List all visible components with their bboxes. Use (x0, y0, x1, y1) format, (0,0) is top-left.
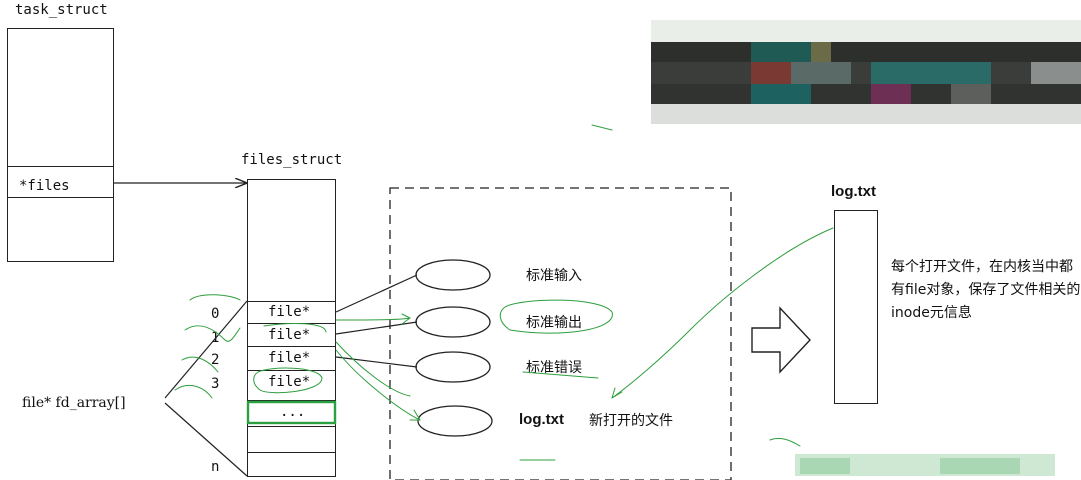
redacted-pixel-strip-inner (800, 458, 850, 474)
task-struct-title: task_struct (15, 2, 108, 18)
fd-array-bracket-upper (164, 300, 248, 399)
inode-description: 每个打开文件，在内核当中都有file对象，保存了文件相关的inode元信息 (891, 259, 1081, 321)
fd-divider-5 (247, 426, 336, 427)
inode-box (834, 210, 878, 404)
fd1-to-stdout (335, 321, 418, 335)
task-struct-box (7, 28, 114, 262)
green-annotations (174, 124, 834, 461)
fd-slot-0: file* (268, 304, 311, 320)
fd-divider-0 (247, 301, 336, 302)
redacted-pixel-block (651, 20, 1081, 124)
fd0-to-stdin (335, 274, 418, 313)
fd-slot-2: file* (268, 350, 311, 366)
file-object-label-logtxt: log.txt (519, 411, 564, 428)
fd-divider-4 (247, 400, 336, 401)
highlighted-fd-slot (246, 400, 337, 425)
inode-title: log.txt (831, 183, 876, 200)
fd-divider-6 (247, 452, 336, 453)
files-pointer-field: *files (19, 178, 70, 194)
fd-divider-3 (247, 370, 336, 371)
file-object-stdout (415, 306, 491, 338)
file-object-stderr (415, 351, 491, 383)
fd-array-label: file* fd_array[] (22, 395, 126, 411)
files-struct-box (247, 179, 336, 477)
fd-index-0: 0 (211, 306, 220, 322)
file-object-note-new: 新打开的文件 (589, 413, 673, 429)
fd-index-3: 3 (211, 376, 220, 392)
fd-slot-4: ... (280, 404, 306, 420)
redacted-pixel-strip-inner (940, 458, 1020, 474)
fd-index-n: n (211, 459, 220, 475)
fd-slot-3: file* (268, 374, 311, 390)
file-object-logtxt (417, 405, 493, 437)
file-object-label-stderr: 标准错误 (526, 360, 582, 376)
files-struct-title: files_struct (241, 152, 343, 168)
hollow-arrow-icon (751, 306, 811, 374)
fd-slot-1: file* (268, 327, 311, 343)
fd-index-2: 2 (211, 352, 220, 368)
file-object-label-stdout: 标准输出 (526, 315, 582, 331)
task-struct-divider-bottom (7, 197, 114, 198)
fd-divider-2 (247, 346, 336, 347)
fd-array-bracket-lower (164, 402, 248, 477)
file-object-label-stdin: 标准输入 (526, 268, 582, 284)
file-object-stdin (415, 259, 491, 291)
fd2-to-stderr (335, 356, 418, 368)
task-struct-divider-top (7, 166, 114, 167)
file-objects-dashed-region (389, 187, 732, 480)
